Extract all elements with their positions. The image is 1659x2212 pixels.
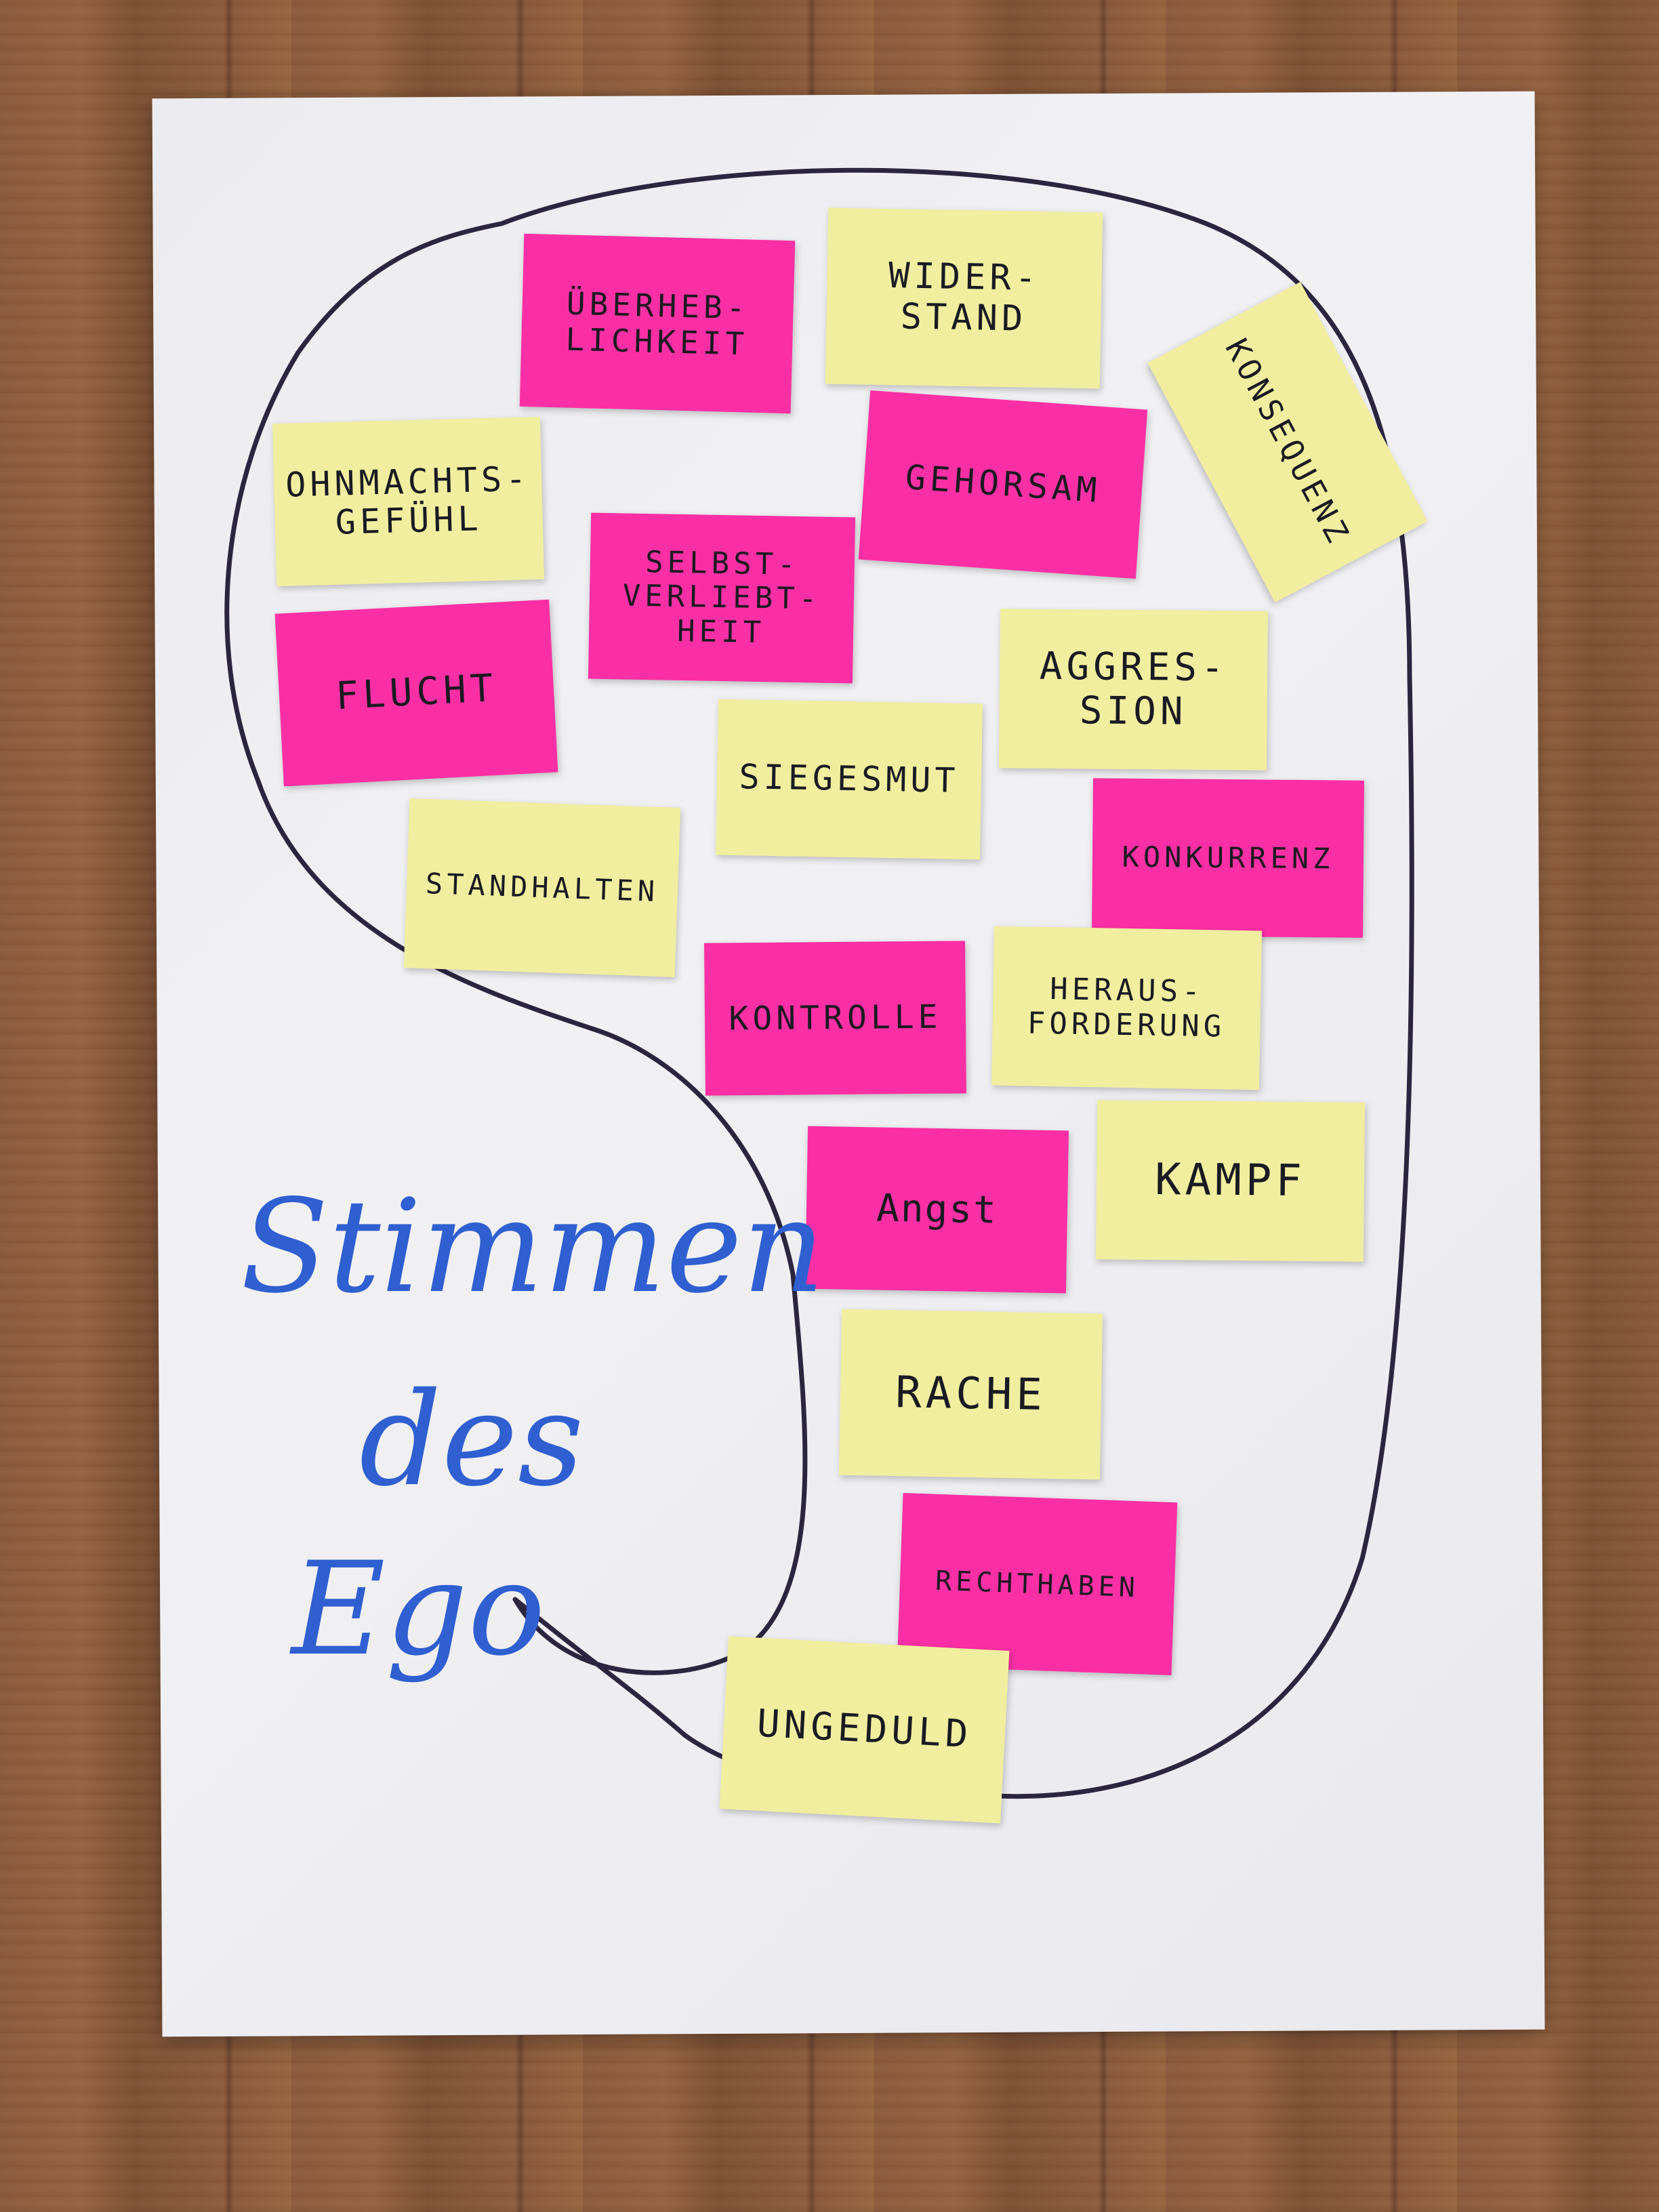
- note-rache: RACHE: [838, 1309, 1103, 1480]
- note-ueberheblichkeit: ÜBERHEB- LICHKEIT: [519, 233, 796, 414]
- title-line-2: des: [359, 1365, 584, 1515]
- note-kontrolle: KONTROLLE: [704, 941, 966, 1096]
- note-aggression: AGGRES- SION: [998, 609, 1269, 771]
- note-selbstverliebtheit: SELBST- VERLIEBT- HEIT: [588, 512, 856, 684]
- note-widerstand: WIDER- STAND: [825, 207, 1103, 389]
- note-konkurrenz: KONKURRENZ: [1091, 778, 1365, 938]
- note-gehorsam: GEHORSAM: [858, 390, 1148, 579]
- note-ungeduld: UNGEDULD: [719, 1636, 1010, 1824]
- note-angst: Angst: [804, 1126, 1069, 1294]
- note-siegesmut: SIEGESMUT: [716, 699, 983, 860]
- title-line-3: Ego: [291, 1534, 546, 1684]
- note-kampf: KAMPF: [1095, 1100, 1366, 1262]
- title-line-1: Stimmen: [241, 1172, 825, 1322]
- note-ohnmachtsgefuehl: OHNMACHTS- GEFÜHL: [272, 416, 545, 587]
- note-standhalten: STANDHALTEN: [403, 798, 681, 977]
- note-herausforderung: HERAUS- FORDERUNG: [991, 926, 1263, 1090]
- note-flucht: FLUCHT: [274, 599, 558, 787]
